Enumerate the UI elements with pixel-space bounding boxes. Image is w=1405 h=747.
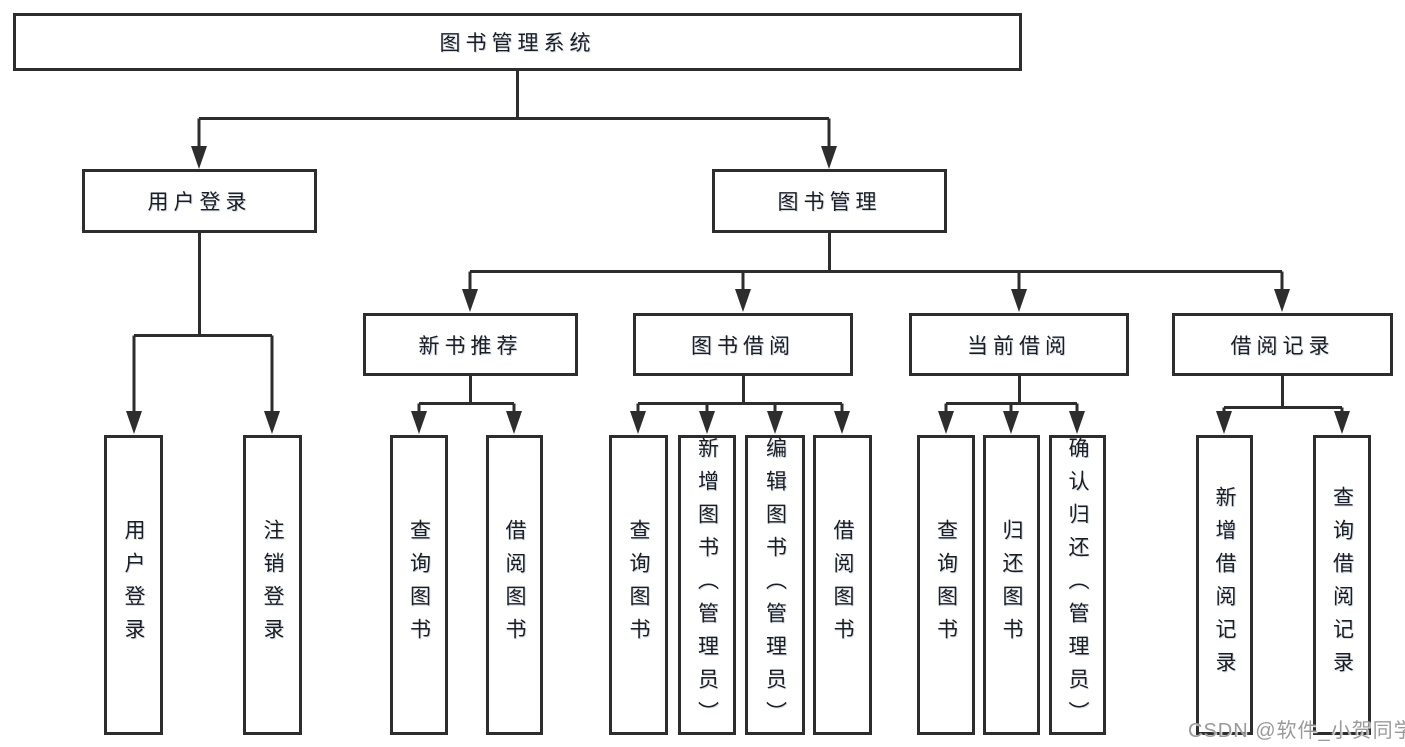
arrowhead-icon [1274, 289, 1290, 312]
node-label: 图书管理系统 [439, 32, 596, 55]
leaf-query-books-3: 查询图书 [917, 435, 975, 735]
arrowhead-icon [1334, 411, 1350, 434]
arrowhead-icon [834, 411, 850, 434]
leaf-label: 新增借阅记录 [1213, 486, 1236, 684]
arrowhead-icon [264, 411, 280, 434]
leaf-return-book: 归还图书 [983, 435, 1040, 735]
arrowhead-icon [191, 146, 207, 169]
leaf-add-borrow-record: 新增借阅记录 [1196, 435, 1253, 735]
connector-user-login [132, 233, 274, 416]
leaf-label: 新增图书（管理员） [695, 436, 719, 734]
leaf-label: 注销登录 [261, 519, 284, 651]
arrowhead-icon [411, 411, 427, 434]
leaf-borrow-books-1: 借阅图书 [486, 435, 543, 735]
arrowhead-icon [1003, 411, 1019, 434]
arrowhead-icon [1011, 289, 1027, 312]
node-label: 图书管理 [777, 191, 882, 214]
leaf-add-book-admin: 新增图书（管理员） [678, 435, 736, 735]
node-library-system: 图书管理系统 [13, 13, 1022, 71]
leaf-query-books-1: 查询图书 [390, 435, 448, 735]
leaf-query-borrow-record: 查询借阅记录 [1313, 435, 1371, 735]
arrowhead-icon [126, 411, 142, 434]
arrowhead-icon [735, 289, 751, 312]
node-new-book-recommendation: 新书推荐 [363, 313, 578, 376]
leaf-label: 借阅图书 [831, 519, 854, 651]
arrowhead-icon [767, 411, 783, 434]
leaf-user-login: 用户登录 [104, 435, 163, 735]
leaf-edit-book-admin: 编辑图书（管理员） [745, 435, 805, 735]
arrowheads [126, 146, 1350, 434]
arrowhead-icon [462, 289, 478, 312]
leaf-label: 编辑图书（管理员） [763, 436, 787, 734]
node-label: 图书借阅 [691, 334, 795, 358]
connector-root [197, 71, 831, 150]
arrowhead-icon [1069, 411, 1085, 434]
connector-new-book [417, 376, 516, 416]
csdn-watermark: CSDN @软件_小贺同学 [1188, 720, 1405, 742]
node-label: 借阅记录 [1230, 334, 1335, 358]
leaf-logout-login: 注销登录 [243, 435, 302, 735]
node-current-borrowing: 当前借阅 [909, 313, 1129, 376]
arrowhead-icon [821, 146, 837, 169]
leaf-query-books-2: 查询图书 [609, 435, 668, 735]
node-borrowing-records: 借阅记录 [1172, 313, 1393, 376]
arrowhead-icon [630, 411, 646, 434]
node-label: 当前借阅 [967, 334, 1071, 358]
node-user-login: 用户登录 [82, 169, 317, 233]
arrowhead-icon [938, 411, 954, 434]
connector-book-borrowing [636, 376, 844, 416]
arrowhead-icon [1216, 411, 1232, 434]
leaf-confirm-return-admin: 确认归还（管理员） [1049, 435, 1106, 735]
leaf-label: 查询图书 [407, 519, 431, 651]
connector-current-borrowing [944, 376, 1079, 416]
leaf-label: 用户登录 [122, 519, 145, 651]
leaf-label: 借阅图书 [503, 519, 526, 651]
node-book-borrowing: 图书借阅 [633, 313, 853, 376]
node-label: 用户登录 [147, 191, 252, 214]
connector-borrowing-records [1222, 376, 1344, 416]
arrowhead-icon [699, 411, 715, 434]
leaf-label: 查询图书 [627, 519, 650, 651]
connector-book-management [468, 233, 1284, 294]
leaf-label: 确认归还（管理员） [1066, 436, 1089, 734]
arrowhead-icon [506, 411, 522, 434]
leaf-label: 查询图书 [934, 519, 958, 651]
leaf-label: 查询借阅记录 [1330, 486, 1354, 684]
leaf-label: 归还图书 [1000, 519, 1023, 651]
node-book-management: 图书管理 [712, 169, 947, 233]
node-label: 新书推荐 [418, 334, 523, 358]
leaf-borrow-books-2: 借阅图书 [813, 435, 872, 735]
